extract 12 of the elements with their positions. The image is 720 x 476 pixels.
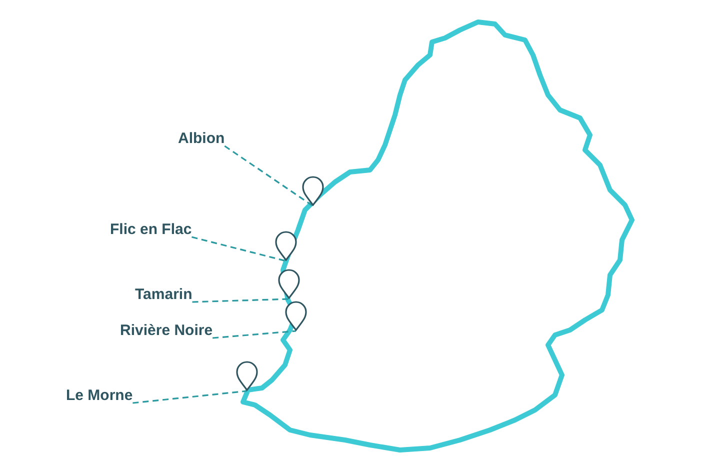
leader-line bbox=[192, 236, 286, 262]
leader-line bbox=[224, 145, 314, 207]
place-label: Tamarin bbox=[135, 286, 192, 304]
map-pin-icon bbox=[278, 269, 300, 299]
map-pin-icon bbox=[275, 231, 297, 261]
place-label: Albion bbox=[178, 130, 225, 148]
place-label: Rivière Noire bbox=[120, 322, 213, 340]
map-pin-icon bbox=[285, 301, 307, 331]
place-label: Flic en Flac bbox=[110, 221, 192, 239]
place-label: Le Morne bbox=[66, 387, 133, 405]
map-pin-icon bbox=[302, 176, 324, 206]
map-pin-icon bbox=[236, 361, 258, 391]
